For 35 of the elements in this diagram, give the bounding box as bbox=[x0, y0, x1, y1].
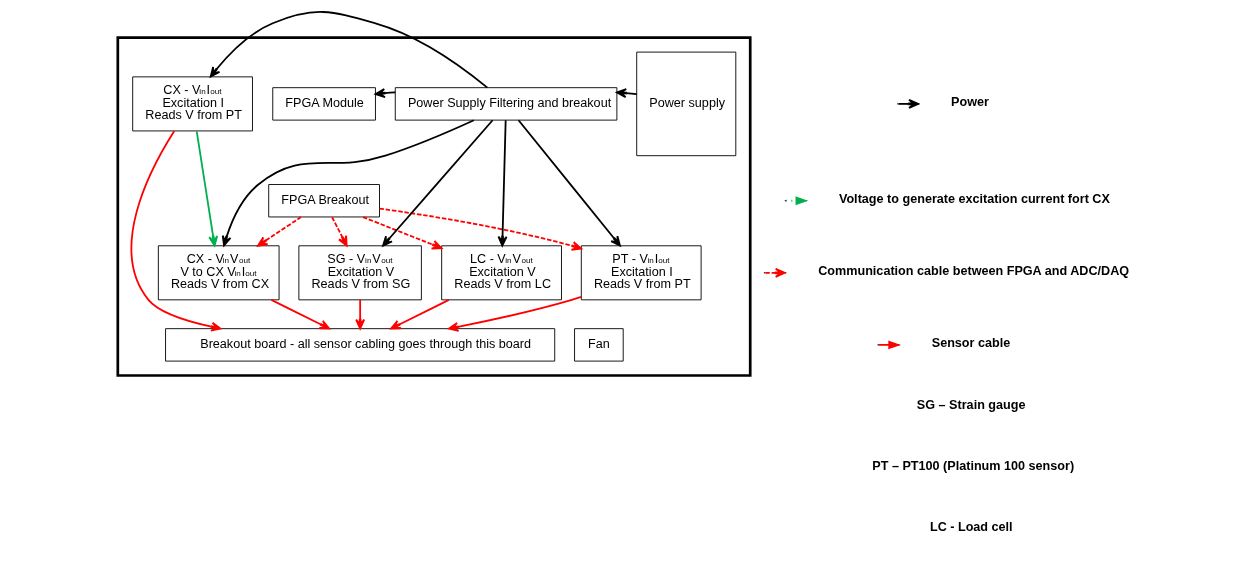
arrow bbox=[381, 119, 493, 247]
arrow bbox=[378, 207, 582, 251]
node-box: CX - VinVout V to CX VinIout Reads V from CX bbox=[157, 245, 279, 301]
arrow bbox=[130, 130, 221, 332]
label: SG – Strain gauge bbox=[916, 397, 1025, 412]
legend-label: Voltage to generate excitation current fort CX bbox=[838, 192, 1110, 207]
arrow bbox=[615, 88, 638, 98]
node-box: LC - VinVout Excitation V Reads V from LC bbox=[440, 245, 562, 301]
arrow bbox=[517, 119, 621, 247]
arrow bbox=[256, 216, 302, 247]
node-box: Power supply bbox=[635, 51, 736, 157]
arrow bbox=[389, 298, 450, 330]
arrow bbox=[354, 298, 365, 330]
node-box: Power Supply Filtering and breakout bbox=[394, 87, 617, 121]
legend-label: Power bbox=[950, 95, 989, 110]
arrow bbox=[330, 216, 348, 247]
node-box: FPGA Breakout bbox=[267, 184, 380, 218]
arrow bbox=[447, 296, 582, 332]
label: PT – PT100 (Platinum 100 sensor) bbox=[871, 458, 1074, 473]
legend-label: Sensor cable bbox=[931, 336, 1010, 351]
arrow bbox=[209, 11, 488, 89]
node-box: Fan bbox=[573, 328, 624, 362]
node-box: CX - VinIout Excitation I Reads V from PT bbox=[131, 76, 253, 132]
label: LC - Load cell bbox=[929, 520, 1013, 535]
arrow bbox=[195, 130, 218, 247]
legend-label: Communication cable between FPGA and ADC/DAQ bbox=[817, 264, 1129, 279]
cluster bbox=[115, 36, 752, 377]
node-box: PT - VinIout Excitation I Reads V from PT bbox=[580, 245, 702, 301]
arrow bbox=[497, 119, 507, 247]
node-box: FPGA Module bbox=[271, 87, 376, 121]
arrow bbox=[361, 216, 442, 250]
node-box: Breakout board - all sensor cabling goes through this board bbox=[164, 328, 555, 362]
node-box: SG - VinVout Excitation V Reads V from SG bbox=[297, 245, 422, 301]
arrow bbox=[269, 298, 330, 330]
arrow bbox=[221, 119, 475, 247]
